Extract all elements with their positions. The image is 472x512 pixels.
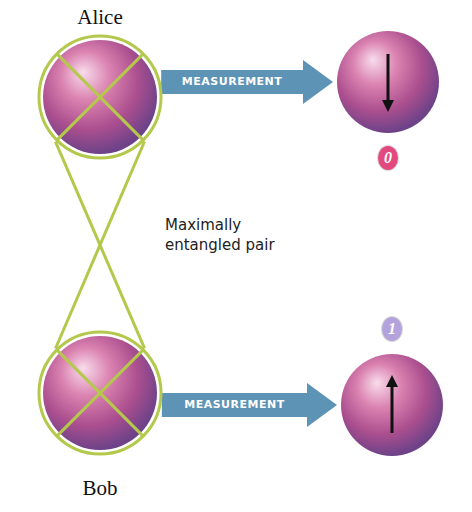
node-shape: [336, 30, 440, 134]
particle-sphere: [43, 336, 157, 450]
measurement-bit: 0: [378, 146, 398, 170]
cross-line: [57, 54, 143, 140]
entanglement-line: [56, 142, 145, 349]
entanglement-ring: [39, 36, 161, 158]
node-shape: [37, 34, 163, 160]
cross-line: [57, 350, 143, 436]
arrow-label: MEASUREMENT: [180, 75, 284, 89]
measurement-arrow: [161, 70, 303, 94]
measured-sphere: [337, 31, 439, 133]
spin-arrow: [387, 54, 390, 100]
cross-line: [57, 54, 143, 140]
spin-arrowhead: [382, 100, 394, 112]
party-name: Bob: [17, 476, 183, 501]
particle-node: Alice: [37, 34, 163, 160]
measured-node: 0: [336, 30, 440, 134]
node-shape: [37, 330, 163, 456]
measured-sphere: [341, 354, 443, 456]
measurement-bit: 1: [382, 317, 402, 341]
spin-arrow: [391, 387, 394, 433]
particle-node: Bob: [37, 330, 163, 456]
cross-line: [57, 350, 143, 436]
measurement-arrow: [162, 393, 307, 417]
spin-arrowhead: [386, 375, 398, 387]
particle-sphere: [43, 40, 157, 154]
party-name: Alice: [17, 5, 183, 30]
entanglement-label: Maximally entangled pair: [165, 216, 305, 255]
measured-node: 1: [340, 353, 444, 457]
entanglement-line: [55, 142, 144, 349]
entanglement-ring: [39, 332, 161, 454]
node-shape: [340, 353, 444, 457]
arrow-label: MEASUREMENT: [182, 398, 286, 412]
